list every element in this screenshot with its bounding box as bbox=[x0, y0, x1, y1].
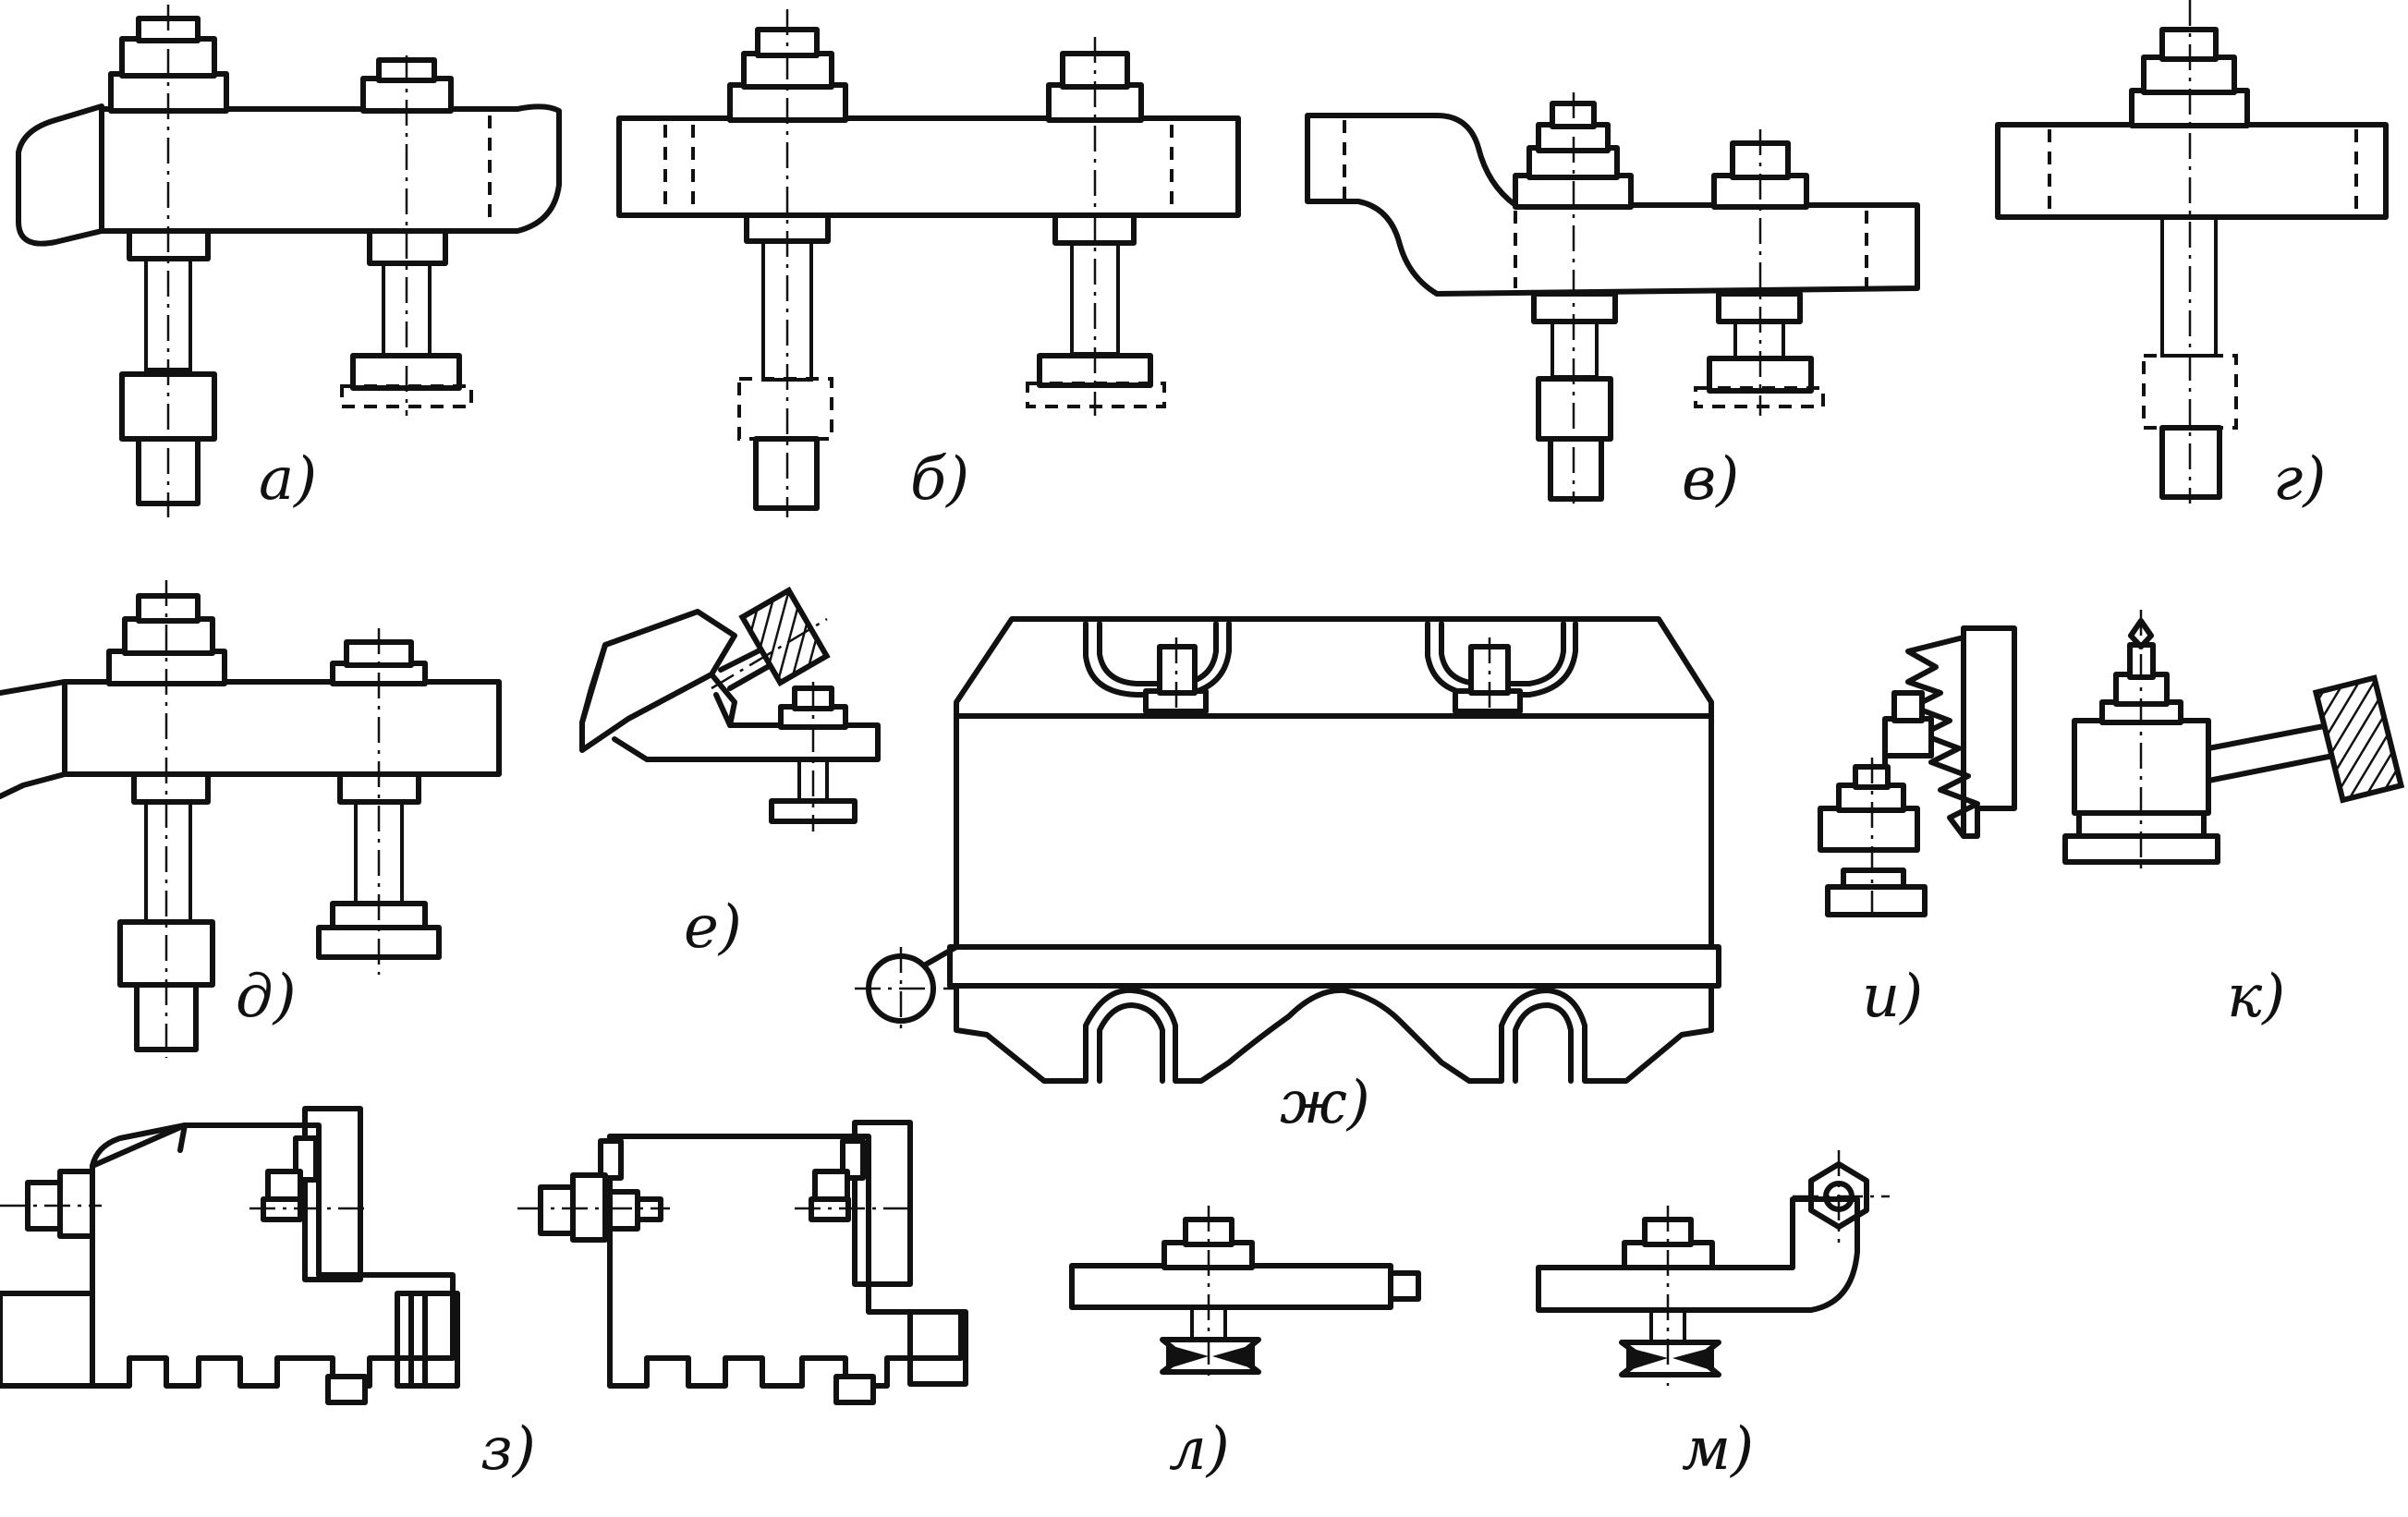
clamp-diagram-k bbox=[2062, 610, 2405, 868]
clamp-diagram-i bbox=[1818, 625, 2017, 924]
label-k: к) bbox=[2227, 963, 2285, 1031]
clamp-diagram-z-left bbox=[0, 1106, 460, 1405]
label-g: г) bbox=[2273, 445, 2326, 514]
clamp-diagram-a bbox=[16, 5, 562, 517]
clamp-diagram-l bbox=[1069, 1206, 1421, 1381]
clamp-diagram-v bbox=[1305, 92, 1920, 504]
clamp-diagram-b bbox=[616, 9, 1241, 517]
label-zh: ж) bbox=[1280, 1069, 1370, 1137]
label-l: л) bbox=[1169, 1415, 1230, 1484]
clamp-diagram-g bbox=[1995, 0, 2389, 504]
label-m: м) bbox=[1682, 1415, 1754, 1484]
label-e: е) bbox=[684, 893, 742, 962]
label-d: д) bbox=[236, 963, 297, 1031]
label-a: а) bbox=[259, 445, 317, 514]
clamp-diagram-e bbox=[579, 586, 881, 831]
label-i: и) bbox=[1862, 963, 1923, 1031]
label-z: з) bbox=[480, 1415, 536, 1484]
clamp-diagram-d bbox=[0, 580, 502, 1058]
label-v: в) bbox=[1682, 445, 1739, 514]
clamp-diagram-zh bbox=[855, 616, 1721, 1084]
label-b: б) bbox=[910, 445, 969, 514]
clamp-diagram-m bbox=[1536, 1150, 1890, 1386]
clamp-diagram-z-right bbox=[517, 1120, 968, 1405]
